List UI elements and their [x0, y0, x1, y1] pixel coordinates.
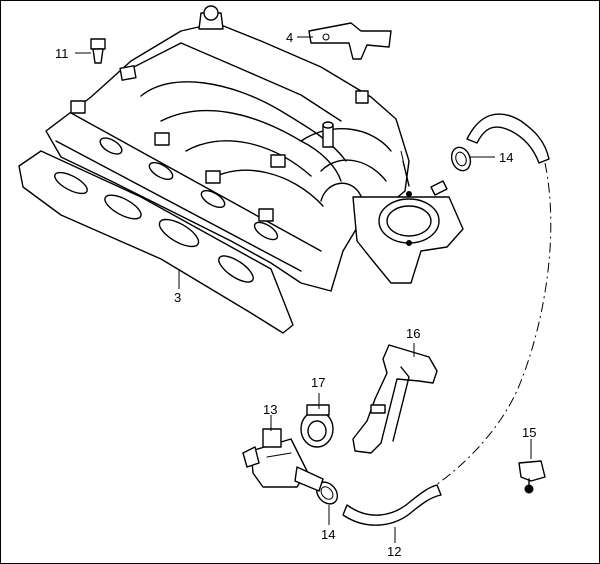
callout-part-11: 11 — [55, 46, 69, 61]
connector-part-15 — [518, 460, 546, 494]
intake-manifold — [45, 5, 410, 292]
clamp-part-14-upper — [450, 146, 472, 172]
gasket-part-3 — [18, 150, 294, 334]
callout-part-16: 16 — [406, 326, 421, 341]
callout-part-15: 15 — [522, 425, 537, 440]
bracket-part-16 — [352, 344, 438, 454]
callout-part-14-lower: 14 — [321, 527, 336, 542]
clamp-part-17 — [300, 404, 334, 448]
callout-part-12: 12 — [387, 544, 402, 559]
throttle-body-flange — [352, 180, 464, 284]
callout-part-14-upper: 14 — [499, 150, 514, 165]
callout-part-3: 3 — [174, 290, 182, 305]
callout-part-13: 13 — [263, 402, 278, 417]
hose-part-12-upper — [466, 113, 550, 164]
bracket-part-4 — [308, 22, 392, 60]
callout-part-17: 17 — [311, 375, 326, 390]
valve-part-13 — [242, 428, 324, 492]
callout-part-4: 4 — [286, 30, 294, 45]
hose-part-12-lower — [342, 484, 442, 526]
bolt-part-11 — [90, 38, 106, 64]
clamp-part-14-lower — [315, 481, 339, 505]
